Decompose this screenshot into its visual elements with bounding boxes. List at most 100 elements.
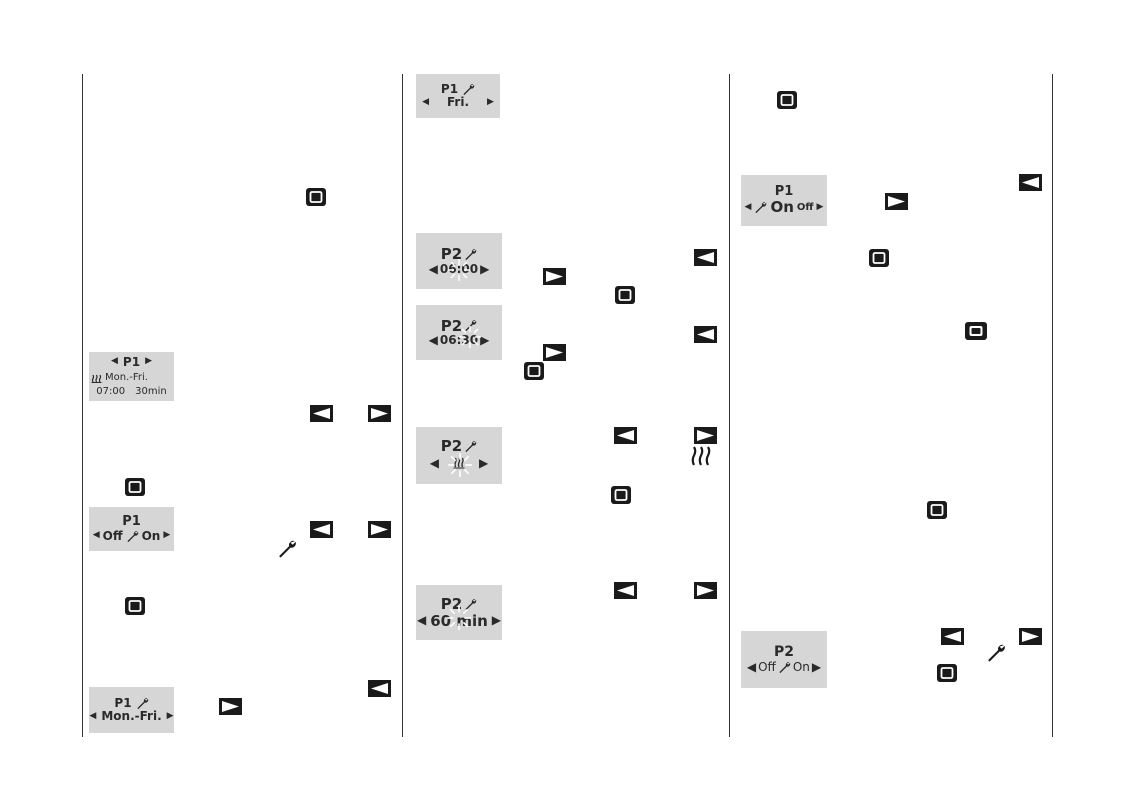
display-p2-time-0630: P2 ◀ 06:30 ▶ xyxy=(416,305,502,360)
display-p1-fri: P1 ◀ Fri. ▶ xyxy=(416,74,500,118)
program-label: P2 xyxy=(440,437,463,456)
program-label: P2 xyxy=(773,644,794,661)
right-triangle-icon: ▶ xyxy=(479,456,489,471)
day-label: Fri. xyxy=(446,95,470,109)
column-divider xyxy=(82,74,83,737)
left-triangle-icon: ◀ xyxy=(89,710,97,721)
duration: 30min xyxy=(135,386,167,398)
left-triangle-icon: ◀ xyxy=(428,261,438,276)
right-arrow-button-icon[interactable] xyxy=(219,698,242,715)
display-p2-time-0600: P2 ◀ 06:00 ▶ xyxy=(416,233,502,289)
wrench-icon xyxy=(464,598,477,611)
display-p1-day-select: P1 ◀ Mon.-Fri. ▶ xyxy=(89,687,174,733)
heat-icon xyxy=(690,446,712,471)
right-triangle-icon: ▶ xyxy=(480,261,490,276)
days-label: Mon.-Fri. xyxy=(105,372,148,384)
ok-button-icon[interactable] xyxy=(124,596,146,616)
program-label: P1 xyxy=(774,184,794,200)
program-label: P1 xyxy=(114,695,132,710)
left-triangle-icon: ◀ xyxy=(428,333,438,348)
wrench-icon xyxy=(464,248,477,261)
left-arrow-button-icon[interactable] xyxy=(368,680,391,697)
ok-button-icon[interactable] xyxy=(610,485,632,505)
program-label: P2 xyxy=(440,595,463,613)
start-time: 07:00 xyxy=(96,386,126,398)
ok-button-icon[interactable] xyxy=(868,248,890,268)
column-divider xyxy=(729,74,730,737)
wrench-icon xyxy=(136,697,149,710)
right-arrow-button-icon[interactable] xyxy=(1019,628,1042,645)
right-arrow-button-icon[interactable] xyxy=(694,427,717,444)
display-p2-heat: P2 ◀ ▶ xyxy=(416,427,502,484)
left-triangle-icon: ◀ xyxy=(744,201,752,212)
on-label: On xyxy=(792,659,810,674)
time-value: 06:00 xyxy=(439,261,479,276)
ok-button-icon[interactable] xyxy=(124,477,146,497)
wrench-icon xyxy=(464,440,477,453)
ok-button-icon[interactable] xyxy=(936,663,958,683)
duration-value: 60 min xyxy=(430,611,488,630)
program-label: P2 xyxy=(440,245,463,264)
off-label: Off xyxy=(758,659,776,674)
right-triangle-icon: ▶ xyxy=(487,96,494,107)
right-arrow-button-icon[interactable] xyxy=(694,582,717,599)
right-triangle-icon: ▶ xyxy=(166,710,174,721)
wrench-icon xyxy=(778,661,791,674)
ok-button-icon[interactable] xyxy=(926,500,948,520)
right-triangle-icon: ▶ xyxy=(491,613,501,628)
left-arrow-button-icon[interactable] xyxy=(694,326,717,343)
left-triangle-icon: ◀ xyxy=(746,659,757,674)
right-triangle-icon: ▶ xyxy=(163,530,171,541)
program-label: P1 xyxy=(122,514,141,530)
left-triangle-icon: ◀ xyxy=(111,356,118,367)
program-label: P2 xyxy=(440,316,463,335)
right-arrow-button-icon[interactable] xyxy=(368,521,391,538)
wrench-icon xyxy=(277,539,297,564)
display-p2-off-on: P2 ◀ Off On ▶ xyxy=(741,631,827,688)
wrench-icon xyxy=(754,201,767,214)
wrench-icon xyxy=(986,643,1006,668)
heat-icon xyxy=(91,369,102,387)
left-arrow-button-icon[interactable] xyxy=(614,582,637,599)
program-label: P1 xyxy=(440,81,459,96)
right-arrow-button-icon[interactable] xyxy=(543,268,566,285)
left-triangle-icon: ◀ xyxy=(422,96,429,107)
ok-button-icon[interactable] xyxy=(964,321,988,341)
left-arrow-button-icon[interactable] xyxy=(310,405,333,422)
display-p1-on-off: P1 ◀ On Off ▶ xyxy=(741,175,827,226)
column-divider xyxy=(402,74,403,737)
display-p2-duration: P2 ◀ 60 min ▶ xyxy=(416,585,502,640)
off-label: Off xyxy=(102,528,123,543)
day-label: Mon.-Fri. xyxy=(101,709,162,723)
right-arrow-button-icon[interactable] xyxy=(885,193,908,210)
left-triangle-icon: ◀ xyxy=(92,530,100,541)
ok-button-icon[interactable] xyxy=(523,361,545,381)
right-arrow-button-icon[interactable] xyxy=(543,344,566,361)
on-label: On xyxy=(770,198,794,217)
ok-button-icon[interactable] xyxy=(305,187,327,207)
program-label: P1 xyxy=(122,354,141,369)
ok-button-icon[interactable] xyxy=(776,90,798,110)
right-triangle-icon: ▶ xyxy=(811,659,822,674)
right-triangle-icon: ▶ xyxy=(145,356,152,367)
column-divider xyxy=(1052,74,1053,737)
left-arrow-button-icon[interactable] xyxy=(1019,174,1042,191)
display-p1-status: ◀ P1 ▶ Mon.-Fri. 07:00 30min xyxy=(89,352,174,401)
left-arrow-button-icon[interactable] xyxy=(941,628,964,645)
time-value: 06:30 xyxy=(439,333,479,348)
right-triangle-icon: ▶ xyxy=(480,333,490,348)
left-arrow-button-icon[interactable] xyxy=(310,521,333,538)
right-arrow-button-icon[interactable] xyxy=(368,405,391,422)
left-arrow-button-icon[interactable] xyxy=(614,427,637,444)
left-triangle-icon: ◀ xyxy=(416,613,427,628)
left-arrow-button-icon[interactable] xyxy=(694,249,717,266)
left-triangle-icon: ◀ xyxy=(429,456,439,471)
wrench-icon xyxy=(126,530,139,543)
display-p1-off-on: P1 ◀ Off On ▶ xyxy=(89,507,174,551)
heat-icon xyxy=(453,455,465,473)
on-label: On xyxy=(141,528,161,543)
right-triangle-icon: ▶ xyxy=(816,201,824,212)
ok-button-icon[interactable] xyxy=(614,285,636,305)
off-label: Off xyxy=(796,202,814,214)
wrench-icon xyxy=(464,319,477,332)
